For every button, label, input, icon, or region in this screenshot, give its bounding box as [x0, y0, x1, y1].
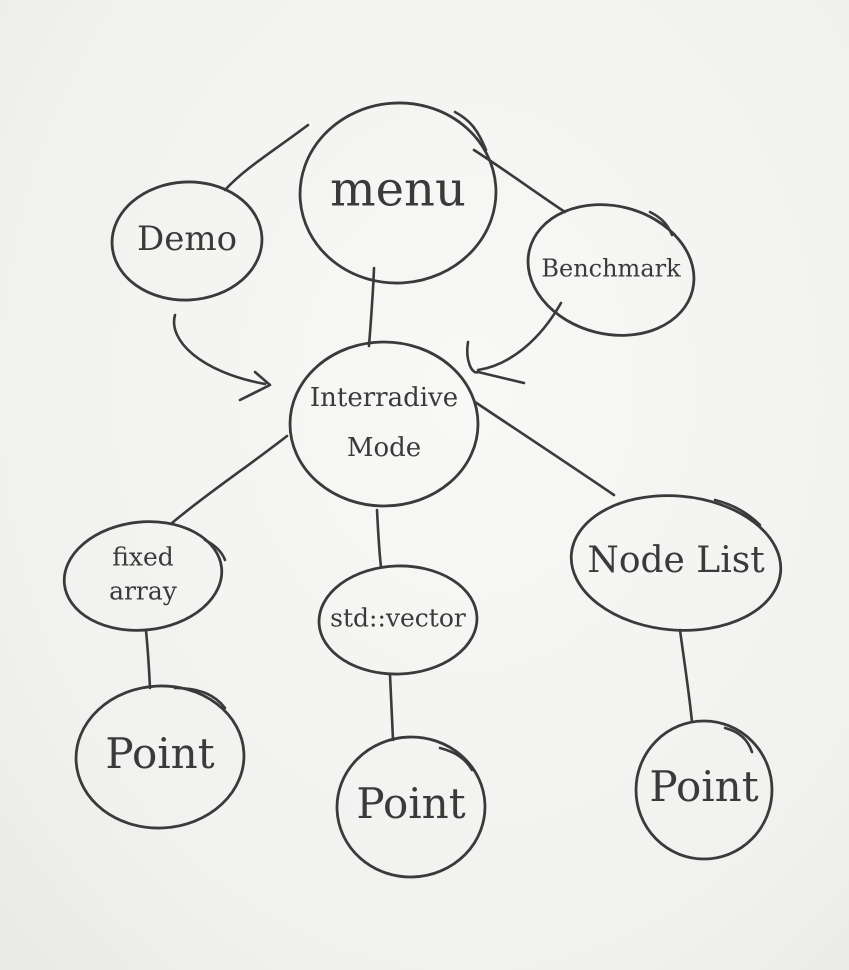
node-menu: menu [298, 101, 498, 285]
edge-interactive-mode-to-fixed-array [170, 434, 289, 525]
node-circle [569, 494, 783, 632]
edge-line [144, 629, 152, 690]
node-point-std-vector: Point [335, 735, 487, 879]
edge-line [367, 266, 376, 348]
node-circle [634, 719, 774, 861]
edge-line [678, 628, 694, 724]
node-label: Point [649, 762, 758, 811]
edge-menu-to-interactive-mode [367, 266, 376, 348]
sketch-stroke [453, 110, 488, 152]
edge-interactive-mode-to-std-vector [375, 508, 383, 569]
edge-line [375, 508, 383, 569]
sketch-stroke [723, 726, 754, 754]
node-node-list: Node List [569, 494, 783, 632]
edge-interactive-mode-to-node-list [473, 400, 616, 497]
node-label: Point [356, 779, 465, 828]
node-label: array [109, 577, 178, 606]
node-circle [298, 101, 498, 285]
node-circle [110, 180, 264, 302]
node-fixed-array: fixed array [62, 520, 227, 632]
edge-line [223, 123, 310, 192]
sketch-stroke [648, 210, 674, 237]
node-label: Interradive [310, 383, 458, 413]
edge-fixed-array-to-point-fixed-array [144, 629, 152, 690]
node-point-node-list: Point [634, 719, 774, 861]
node-circle [335, 735, 487, 879]
edge-line [473, 400, 616, 497]
node-label: Point [105, 729, 214, 778]
edge-menu-to-benchmark [472, 148, 567, 214]
node-benchmark: Benchmark [526, 203, 696, 337]
node-label: Node List [587, 540, 765, 581]
node-label: Mode [347, 433, 421, 463]
node-label: Benchmark [541, 255, 681, 283]
edge-demo-to-interactive-mode [172, 313, 272, 402]
node-label: Demo [137, 219, 237, 259]
edge-node-list-to-point-node-list [678, 628, 694, 724]
node-std-vector: std::vector [317, 564, 479, 676]
edge-menu-to-demo [223, 123, 310, 192]
edge-line [388, 673, 395, 742]
node-circle [288, 340, 480, 508]
node-label: std::vector [330, 604, 466, 633]
edge-line [170, 434, 289, 525]
node-point-fixed-array: Point [74, 684, 246, 830]
sketch-stroke [438, 746, 474, 772]
arrowhead [476, 370, 526, 385]
node-label: menu [330, 162, 466, 218]
node-circle [62, 520, 224, 632]
arrowhead [466, 340, 480, 374]
edge-std-vector-to-point-std-vector [388, 673, 395, 742]
node-circle [526, 203, 696, 337]
edge-line [172, 313, 267, 386]
sketch-stroke [713, 498, 762, 527]
edges-layer [144, 123, 694, 742]
edge-benchmark-to-interactive-mode [466, 301, 563, 385]
arrowhead [238, 370, 272, 402]
node-demo: Demo [110, 180, 264, 302]
sketch-stroke [203, 538, 227, 562]
edge-line [476, 301, 563, 372]
edge-line [472, 148, 567, 214]
sketch-stroke [173, 686, 227, 710]
node-label: fixed [112, 543, 174, 572]
node-circle [74, 684, 246, 830]
node-circle [317, 564, 479, 676]
